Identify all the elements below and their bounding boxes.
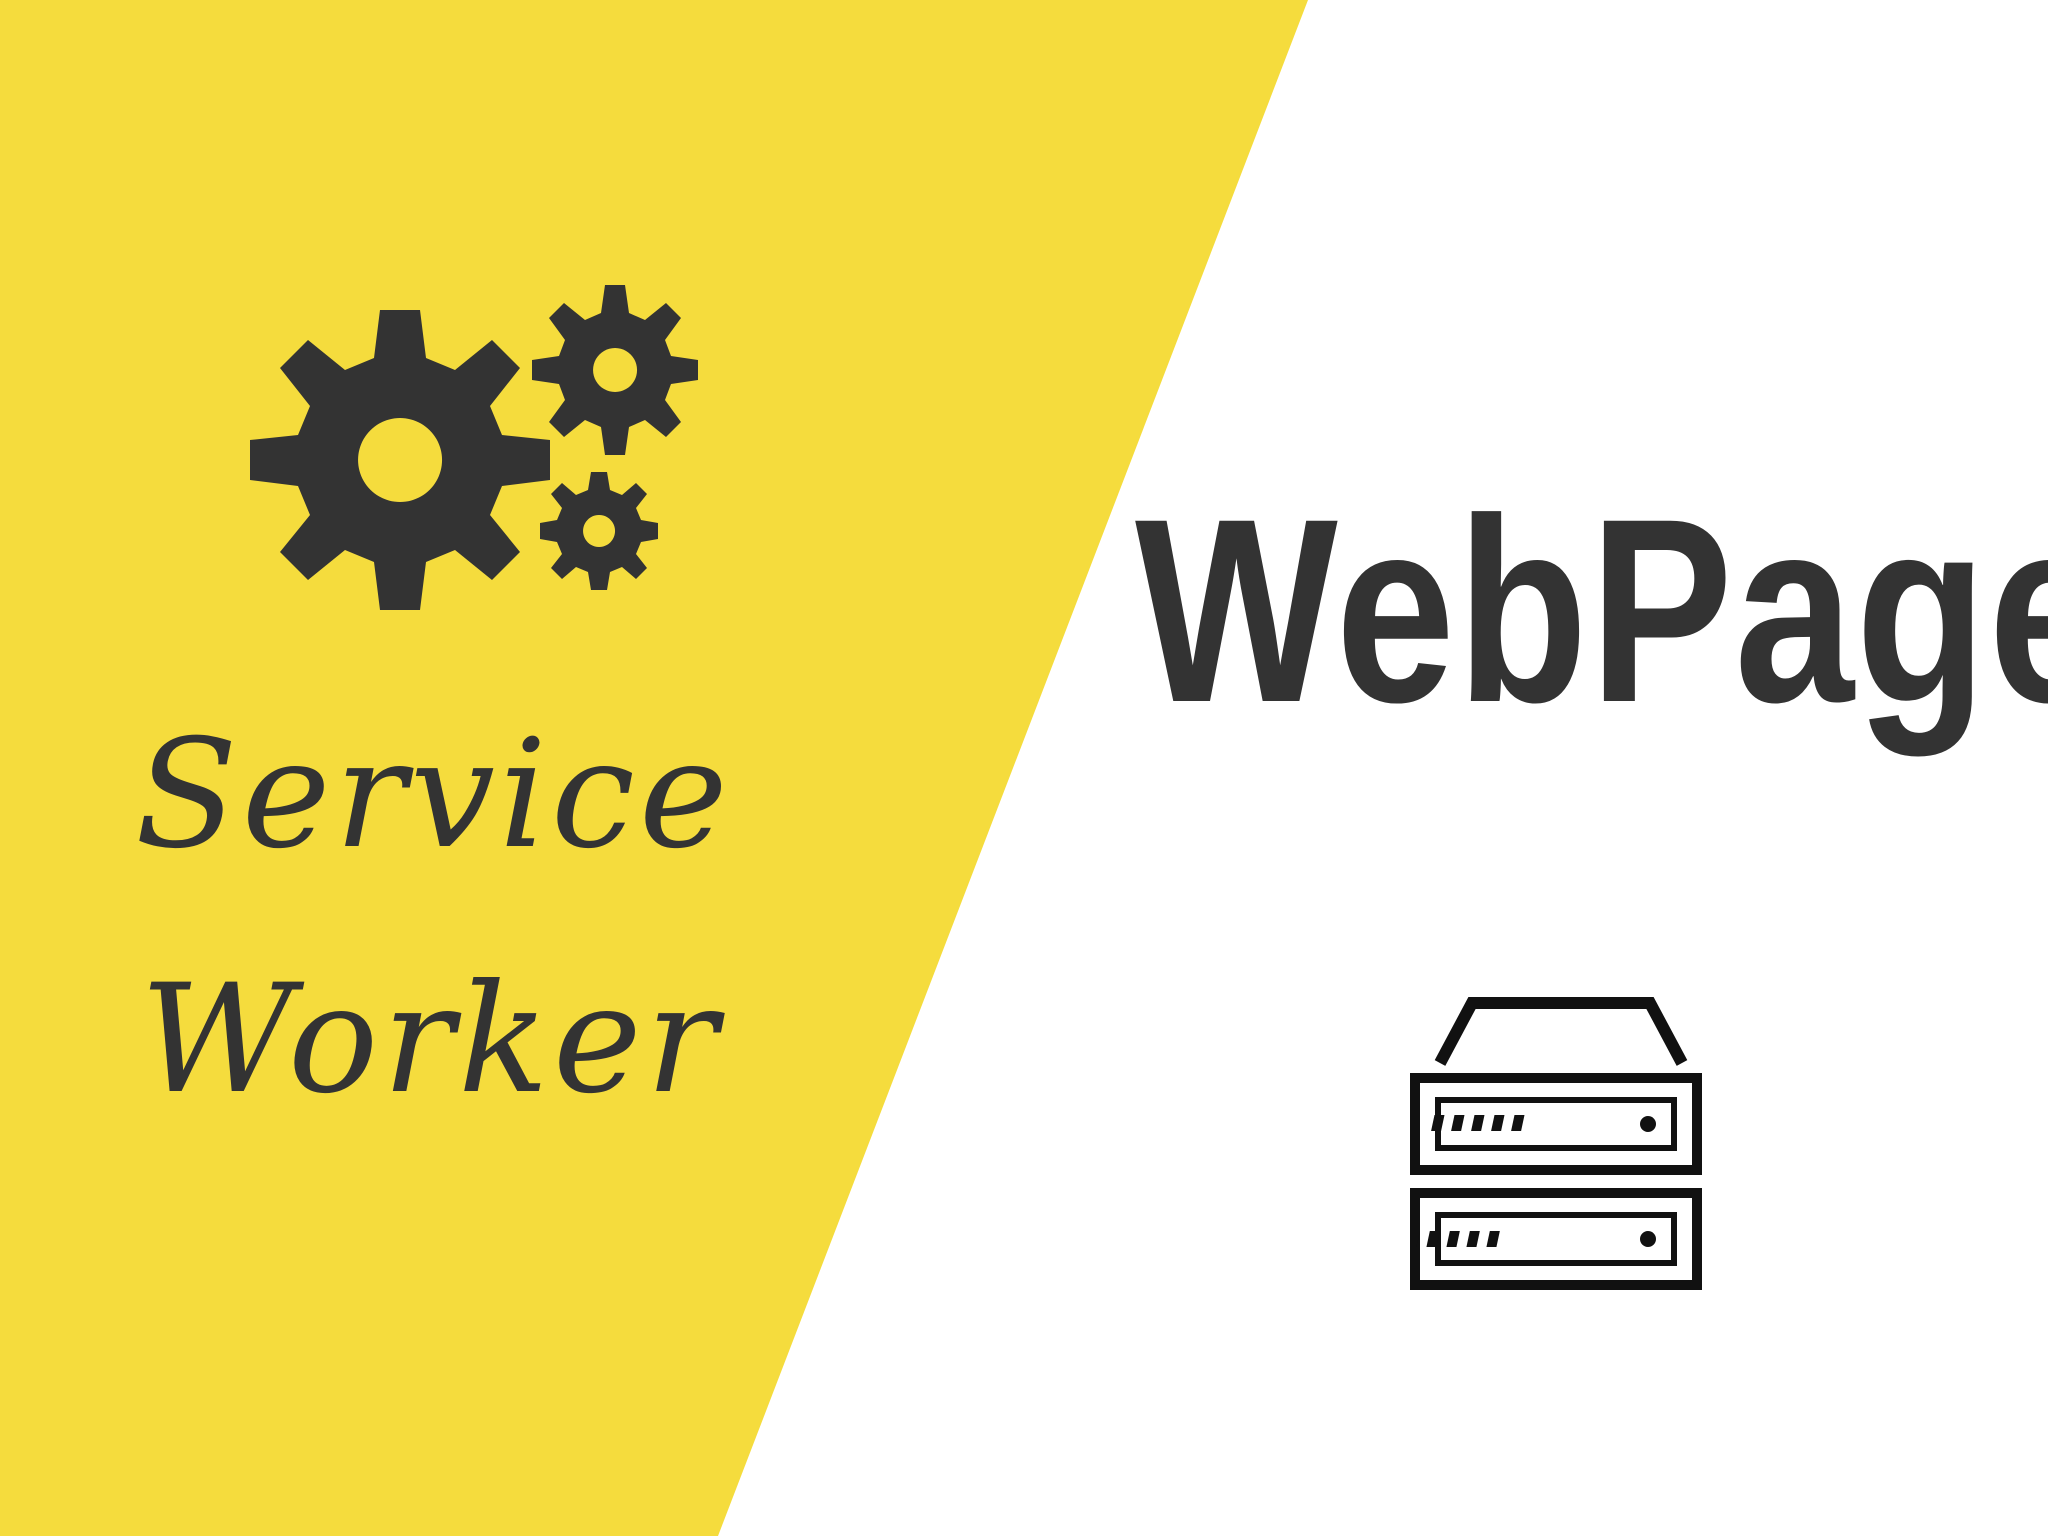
small-gear-icon (540, 472, 658, 590)
large-gear-icon (250, 310, 550, 610)
webpage-title: WebPage (1135, 464, 2048, 757)
medium-gear-icon (532, 285, 698, 455)
service-worker-title-line-2: Worker (140, 953, 722, 1127)
server-handle-icon (1434, 997, 1688, 1066)
server-icon (1410, 997, 1702, 1290)
service-worker-title-line-1: Service (135, 708, 732, 882)
gears-icon (250, 285, 698, 610)
